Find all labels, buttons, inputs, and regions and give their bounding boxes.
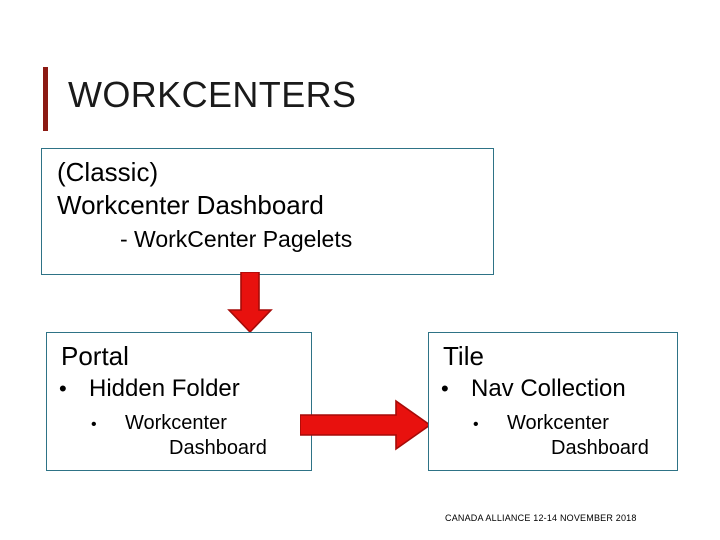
tile-heading: Tile (443, 341, 484, 371)
tile-box: Tile • Nav Collection • Workcenter Dashb… (428, 332, 678, 471)
classic-label-line1: (Classic) (57, 157, 159, 187)
tile-subbullet-label-line2: Dashboard (551, 437, 649, 459)
bullet-dot-icon: • (59, 376, 67, 401)
portal-subbullet-label-line2: Dashboard (169, 437, 267, 459)
bullet-dot-icon: • (441, 376, 449, 401)
tile-bullet-label: Nav Collection (471, 375, 626, 402)
tile-bullet-nav-collection: • Nav Collection (441, 375, 626, 403)
portal-bullet-label: Hidden Folder (89, 375, 240, 402)
portal-subbullet-workcenter-dashboard: • Workcenter (91, 411, 227, 436)
classic-label-line3: - WorkCenter Pagelets (120, 226, 353, 252)
title-accent-bar (43, 67, 48, 131)
portal-subbullet-label-line1: Workcenter (125, 412, 227, 434)
classic-label-line2: Workcenter Dashboard (57, 190, 324, 220)
tile-subbullet-label-line1: Workcenter (507, 412, 609, 434)
portal-bullet-hidden-folder: • Hidden Folder (59, 375, 240, 403)
classic-dashboard-box: (Classic) Workcenter Dashboard - WorkCen… (41, 148, 494, 275)
page-title: WORKCENTERS (68, 74, 357, 115)
bullet-dot-icon: • (91, 416, 97, 433)
slide-footer: CANADA ALLIANCE 12-14 NOVEMBER 2018 (445, 513, 637, 523)
portal-heading: Portal (61, 341, 129, 371)
bullet-dot-icon: • (473, 416, 479, 433)
portal-box: Portal • Hidden Folder • Workcenter Dash… (46, 332, 312, 471)
arrow-down-icon (219, 271, 281, 334)
arrow-right-icon (299, 398, 432, 452)
tile-subbullet-workcenter-dashboard: • Workcenter (473, 411, 609, 436)
